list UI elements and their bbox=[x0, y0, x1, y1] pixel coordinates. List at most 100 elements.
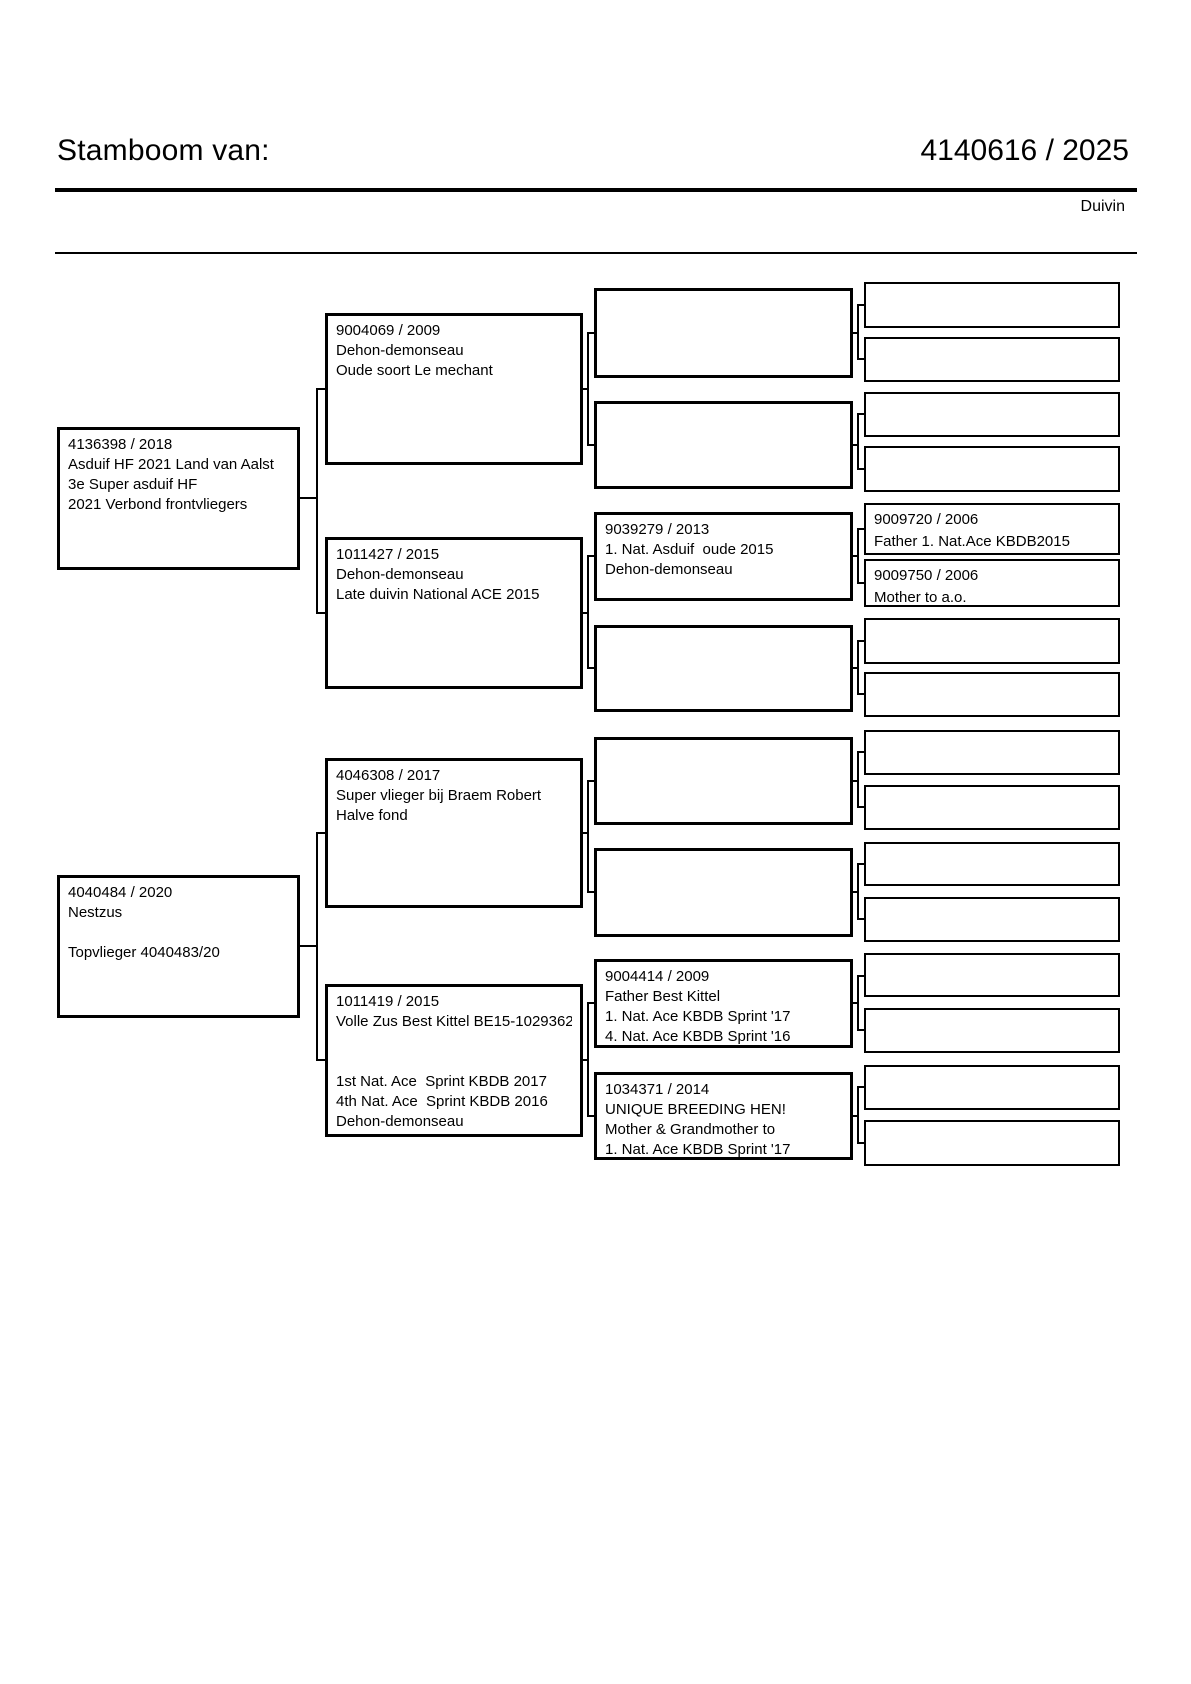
pedigree-box-g3_5 bbox=[594, 737, 853, 825]
subheader-rule bbox=[55, 252, 1137, 254]
connector-line bbox=[588, 1002, 594, 1004]
pedigree-text-line: Mother to a.o. bbox=[874, 589, 967, 606]
connector-line bbox=[857, 640, 859, 695]
connector-line bbox=[858, 582, 864, 584]
pedigree-text-line: Oude soort Le mechant bbox=[336, 362, 493, 379]
pedigree-text-line: Dehon-demonseau bbox=[336, 1113, 464, 1130]
connector-line bbox=[588, 332, 594, 334]
pedigree-text-line: Dehon-demonseau bbox=[336, 566, 464, 583]
connector-line bbox=[588, 891, 594, 893]
connector-line bbox=[588, 444, 594, 446]
pedigree-box-g4_11 bbox=[864, 842, 1120, 886]
connector-line bbox=[300, 497, 317, 499]
pedigree-box-g4_8 bbox=[864, 672, 1120, 717]
connector-line bbox=[853, 780, 858, 782]
connector-line bbox=[858, 640, 864, 642]
connector-line bbox=[857, 413, 859, 470]
connector-line bbox=[858, 975, 864, 977]
connector-line bbox=[858, 693, 864, 695]
pedigree-text-line: Father 1. Nat.Ace KBDB2015 bbox=[874, 533, 1070, 550]
connector-line bbox=[858, 863, 864, 865]
pedigree-box-g4_1 bbox=[864, 282, 1120, 328]
connector-line bbox=[588, 555, 594, 557]
connector-line bbox=[587, 780, 589, 893]
pedigree-text-line: Dehon-demonseau bbox=[336, 342, 464, 359]
pedigree-text-line: 1. Nat. Ace KBDB Sprint '17 bbox=[605, 1141, 791, 1158]
pedigree-text-line: Halve fond bbox=[336, 807, 408, 824]
connector-line bbox=[583, 612, 588, 614]
pedigree-text-line: Asduif HF 2021 Land van Aalst bbox=[68, 456, 274, 473]
pedigree-text-line: 4. Nat. Ace KBDB Sprint '16 bbox=[605, 1028, 791, 1045]
pedigree-text-line: Late duivin National ACE 2015 bbox=[336, 586, 540, 603]
pedigree-text-line: 2021 Verbond frontvliegers bbox=[68, 496, 248, 513]
pedigree-text-line: 9039279 / 2013 bbox=[605, 521, 710, 538]
pedigree-box-g3_4 bbox=[594, 625, 853, 712]
connector-line bbox=[587, 332, 589, 446]
connector-line bbox=[317, 612, 325, 614]
pedigree-text-line: 1st Nat. Ace Sprint KBDB 2017 bbox=[336, 1073, 547, 1090]
connector-line bbox=[583, 1059, 588, 1061]
connector-line bbox=[853, 444, 858, 446]
pedigree-text-line bbox=[68, 923, 289, 943]
pedigree-text-line: 4136398 / 2018 bbox=[68, 436, 173, 453]
pedigree-box-g3_1 bbox=[594, 288, 853, 378]
ring-number: 4140616 / 2025 bbox=[920, 134, 1129, 167]
connector-line bbox=[858, 413, 864, 415]
connector-line bbox=[853, 555, 858, 557]
connector-line bbox=[857, 975, 859, 1031]
pedigree-box-g4_14 bbox=[864, 1008, 1120, 1053]
pedigree-box-g4_4 bbox=[864, 446, 1120, 492]
pedigree-text-line: 9004069 / 2009 bbox=[336, 322, 441, 339]
pedigree-text-line: Father Best Kittel bbox=[605, 988, 721, 1005]
connector-line bbox=[858, 806, 864, 808]
pedigree-text-line: 1034371 / 2014 bbox=[605, 1081, 710, 1098]
pedigree-box-g3_2 bbox=[594, 401, 853, 489]
pedigree-text-line: Mother & Grandmother to bbox=[605, 1121, 776, 1138]
pedigree-text-line: 9004414 / 2009 bbox=[605, 968, 710, 985]
pedigree-text-line: 1011419 / 2015 bbox=[336, 993, 440, 1010]
pedigree-box-g4_2 bbox=[864, 337, 1120, 382]
connector-line bbox=[588, 667, 594, 669]
pedigree-box-g4_12 bbox=[864, 897, 1120, 942]
connector-line bbox=[587, 1002, 589, 1117]
connector-line bbox=[853, 891, 858, 893]
pedigree-text-line: 1. Nat. Ace KBDB Sprint '17 bbox=[605, 1008, 791, 1025]
pedigree-text-line: Super vlieger bij Braem Robert bbox=[336, 787, 542, 804]
connector-line bbox=[858, 1142, 864, 1144]
pedigree-box-g4_7 bbox=[864, 618, 1120, 664]
pedigree-text-line: 4046308 / 2017 bbox=[336, 767, 441, 784]
pedigree-text-line: 4040484 / 2020 bbox=[68, 884, 173, 901]
pedigree-box-text-secondary: 1st Nat. Ace Sprint KBDB 2017 4th Nat. Ac… bbox=[336, 1072, 576, 1132]
connector-line bbox=[857, 751, 859, 808]
pedigree-box-g4_9 bbox=[864, 730, 1120, 775]
connector-line bbox=[316, 388, 318, 614]
pedigree-text-line: 1. Nat. Asduif oude 2015 bbox=[605, 541, 774, 558]
connector-line bbox=[858, 1029, 864, 1031]
pedigree-box-g4_16 bbox=[864, 1120, 1120, 1166]
pedigree-text-line: Dehon-demonseau bbox=[605, 561, 733, 578]
connector-line bbox=[853, 332, 858, 334]
connector-line bbox=[858, 358, 864, 360]
pedigree-box-g4_10 bbox=[864, 785, 1120, 830]
pedigree-text-line: 4th Nat. Ace Sprint KBDB 2016 bbox=[336, 1093, 548, 1110]
pedigree-box-g3_6 bbox=[594, 848, 853, 937]
pedigree-text-line: 9009750 / 2006 bbox=[874, 567, 979, 584]
connector-line bbox=[587, 555, 589, 669]
